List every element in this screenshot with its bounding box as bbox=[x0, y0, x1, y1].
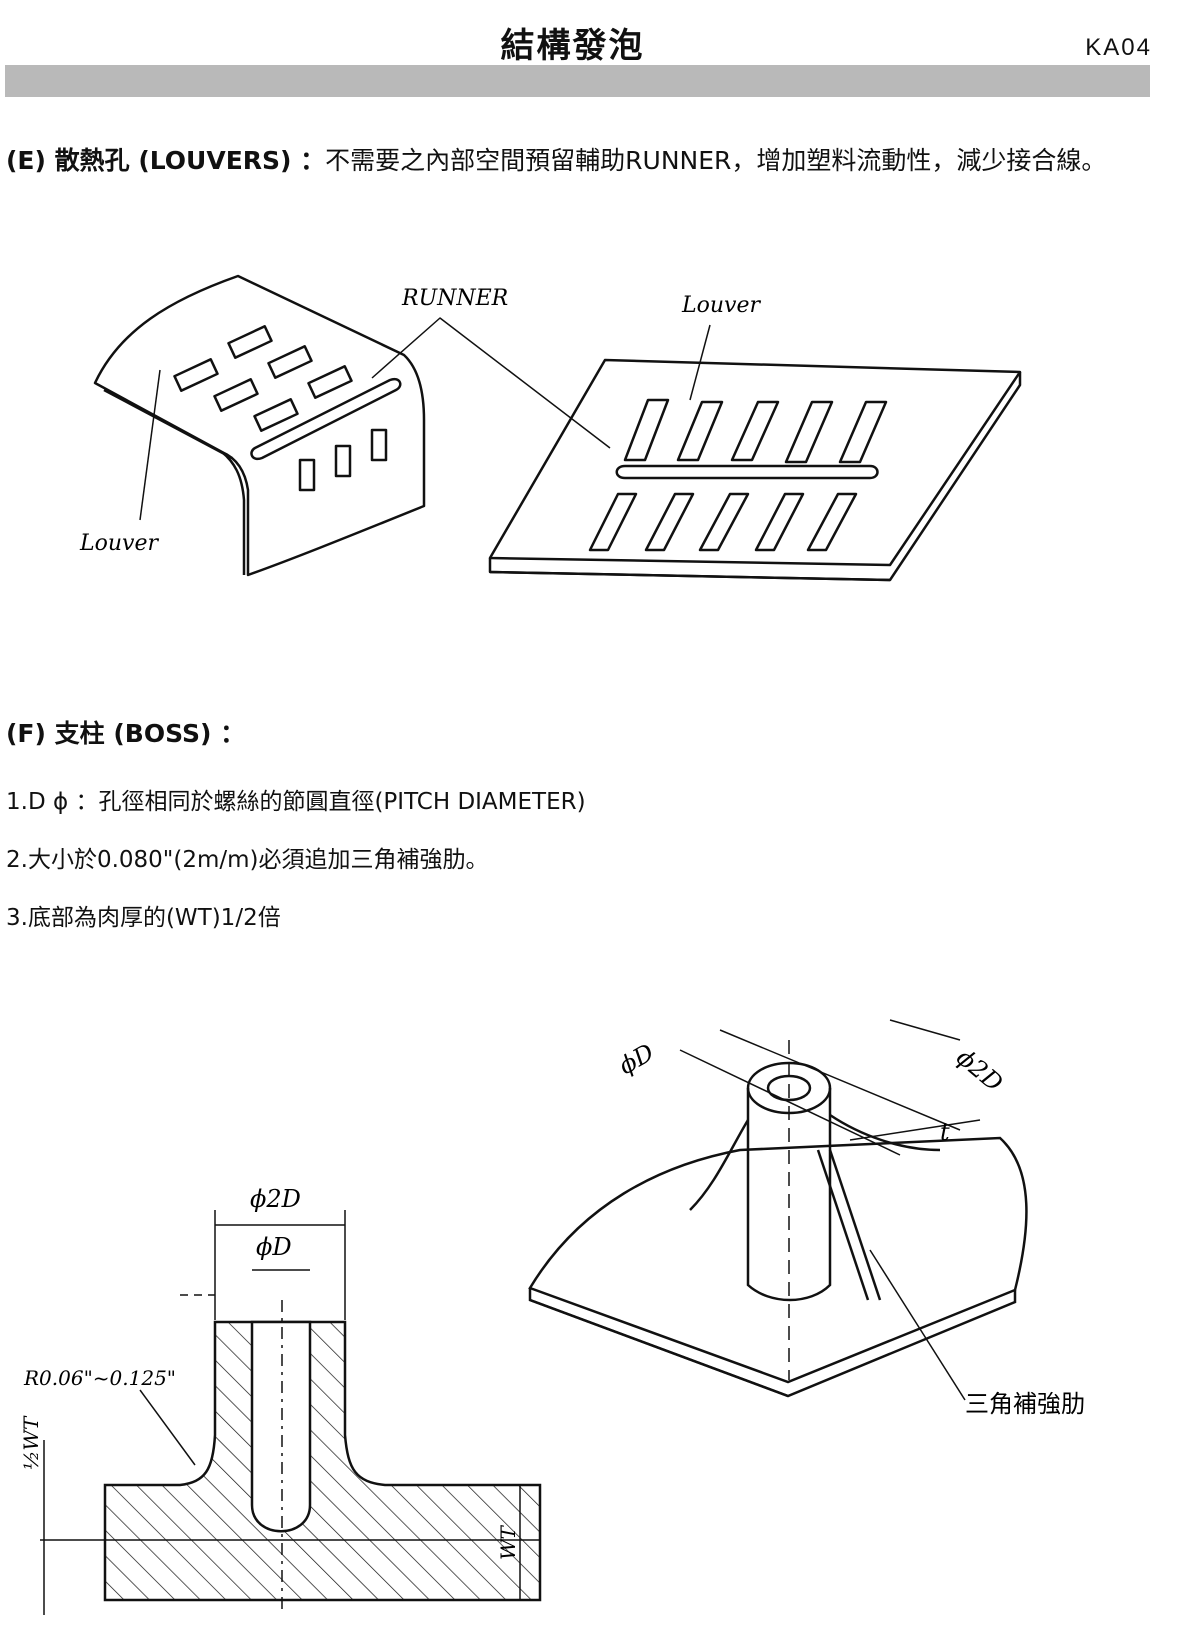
header-bar bbox=[5, 65, 1150, 97]
diameter-2d-label-right: ϕ2D bbox=[951, 1043, 1008, 1097]
thickness-t-label: t bbox=[940, 1118, 950, 1146]
section-e-paragraph: (E) 散熱孔 (LOUVERS) ：不需要之內部空間預留輔助RUNNER，增加… bbox=[6, 132, 1151, 190]
section-f-heading: (F) 支柱 (BOSS) ： bbox=[6, 719, 246, 748]
section-e-heading: (E) 散熱孔 (LOUVERS) ： bbox=[6, 146, 326, 175]
runner-label: RUNNER bbox=[401, 286, 508, 311]
diameter-2d-label-left: ϕ2D bbox=[250, 1185, 301, 1213]
wall-thickness-label: WT bbox=[496, 1524, 520, 1560]
louver-label-right: Louver bbox=[681, 293, 761, 318]
boss-rule-1: 1.D ϕ ：孔徑相同於螺絲的節圓直徑(PITCH DIAMETER) bbox=[6, 789, 586, 815]
boss-rule-3: 3.底部為肉厚的(WT)1/2倍 bbox=[6, 905, 281, 931]
page-title: 結構發泡 bbox=[500, 26, 645, 66]
radius-label: R0.06"~0.125" bbox=[23, 1366, 176, 1390]
boss-rule-2: 2.大小於0.080"(2m/m)必須追加三角補強肋。 bbox=[6, 847, 489, 873]
louver-figure: RUNNER Louver Louver bbox=[79, 274, 1022, 582]
louver-label-left: Louver bbox=[79, 531, 159, 556]
section-e-text: 不需要之內部空間預留輔助RUNNER，增加塑料流動性，減少接合線。 bbox=[325, 146, 1107, 175]
diameter-d-label-right: ϕD bbox=[614, 1038, 659, 1080]
diameter-d-label-left: ϕD bbox=[256, 1233, 292, 1261]
rib-label: 三角補強肋 bbox=[965, 1390, 1085, 1418]
half-wall-thickness-label: ½WT bbox=[19, 1415, 43, 1470]
document-code: KA04 bbox=[1085, 34, 1152, 61]
